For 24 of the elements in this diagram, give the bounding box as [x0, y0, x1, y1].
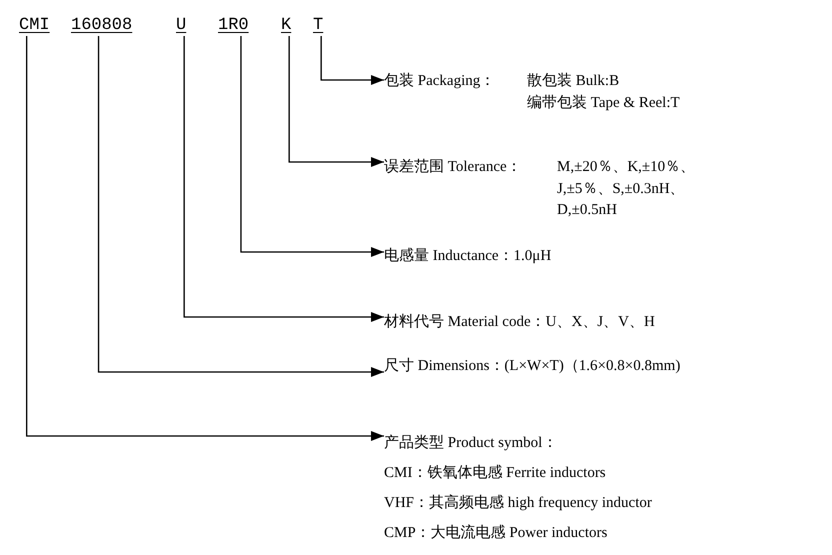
value-text: 散包装 Bulk:B	[527, 72, 620, 91]
part-code-text: U	[176, 16, 186, 36]
field-heading: 误差范围 Tolerance：	[384, 158, 523, 177]
value-text: 编带包装 Tape & Reel:T	[527, 94, 680, 113]
arrow	[26, 36, 384, 441]
arrow	[98, 36, 384, 377]
part-code-text: CMI	[19, 16, 50, 36]
part-code-text: T	[313, 16, 324, 36]
field-heading: 产品类型 Product symbol：	[384, 434, 558, 453]
arrow	[288, 36, 384, 167]
arrow	[240, 36, 384, 257]
arrow	[320, 36, 384, 85]
description-text: 尺寸 Dimensions：(L×W×T)（1.6×0.8×0.8mm)	[384, 356, 680, 376]
value-text: CMP：大电流电感 Power inductors	[384, 523, 608, 543]
value-text: CMI：铁氧体电感 Ferrite inductors	[384, 464, 607, 483]
field-heading: 包装 Packaging：	[384, 72, 496, 91]
value-text: M,±20％、K,±10％、J,±5％、S,±0.3nH、D,±0.5nH	[557, 158, 696, 220]
arrow	[184, 36, 384, 322]
part-code-text: 160808	[71, 16, 132, 36]
part-code-text: 1R0	[218, 16, 249, 36]
value-text: VHF：其高频电感 high frequency inductor	[384, 493, 652, 513]
description-text: 电感量 Inductance：1.0μH	[384, 246, 552, 266]
description-text: 材料代号 Material code：U、X、J、V、H	[384, 312, 655, 332]
part-code-text: K	[281, 16, 292, 36]
